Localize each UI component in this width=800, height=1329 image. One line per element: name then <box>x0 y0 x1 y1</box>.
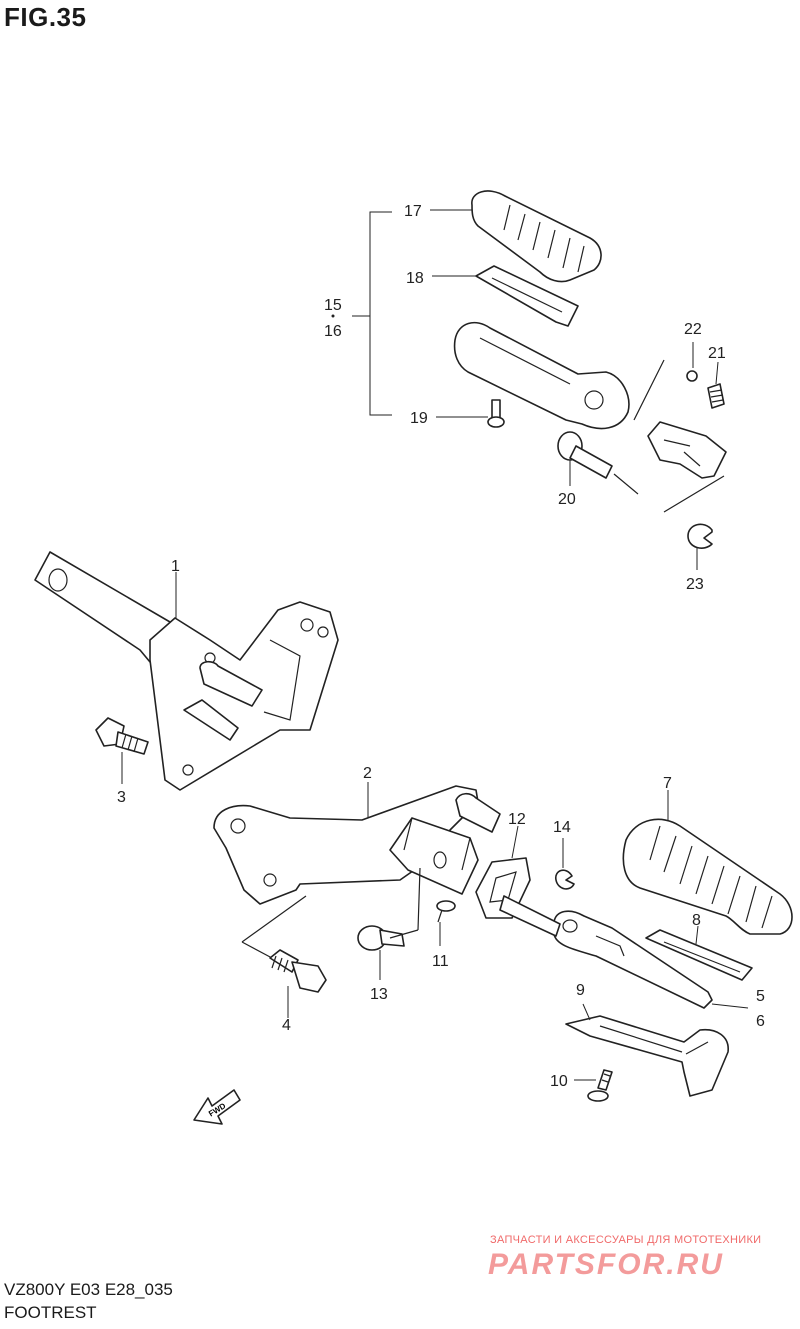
bolt-4 <box>269 949 327 993</box>
part-label-15: 15 <box>324 297 342 314</box>
pin-20 <box>557 431 613 479</box>
footrest-bracket-1 <box>34 551 339 791</box>
part-label-3: 3 <box>117 789 126 806</box>
part-label-22: 22 <box>684 321 702 338</box>
part-label-16: 16 <box>324 323 342 340</box>
part-label-6: 6 <box>756 1013 765 1030</box>
footrest-bracket-2 <box>213 785 501 905</box>
assembly-dash-upper <box>613 359 725 513</box>
mount-block-12 <box>389 817 479 895</box>
part-label-21: 21 <box>708 345 726 362</box>
footpeg-cover-9 <box>565 1015 729 1097</box>
bolt-3 <box>95 717 149 755</box>
figure-title: FIG.35 <box>4 2 87 32</box>
part-label-7: 7 <box>663 775 672 792</box>
footpeg-upper <box>453 321 630 430</box>
part-label-13: 13 <box>370 986 388 1003</box>
footpeg-plate-upper <box>475 265 579 327</box>
footpeg-rubber-upper <box>471 190 602 283</box>
part-label-8: 8 <box>692 912 701 929</box>
part-label-1: 1 <box>171 558 180 575</box>
screw-19 <box>487 399 505 428</box>
part-label-12: 12 <box>508 811 526 828</box>
watermark-logo: PARTSFOR.RU <box>488 1248 724 1281</box>
part-label-11: 11 <box>432 953 449 970</box>
part-label-10: 10 <box>550 1073 568 1090</box>
assembly-dash-lower <box>241 867 421 959</box>
part-label-2: 2 <box>363 765 372 782</box>
pin-13 <box>357 925 405 951</box>
part-label-4: 4 <box>282 1017 291 1034</box>
part-label-17: 17 <box>404 203 422 220</box>
spring-21 <box>707 383 725 409</box>
model-code: VZ800Y E03 E28_035 <box>4 1280 173 1299</box>
part-label-20: 20 <box>558 491 576 508</box>
group-bracket <box>369 211 392 416</box>
e-ring-23 <box>687 523 713 549</box>
upper-mount-bracket <box>647 421 727 479</box>
part-label-18: 18 <box>406 270 424 287</box>
part-label-19: 19 <box>410 410 428 427</box>
part-label-9: 9 <box>576 982 585 999</box>
ball-22 <box>686 370 698 382</box>
clip-14 <box>555 869 575 890</box>
footpeg-lower <box>553 910 713 1009</box>
part-label-23: 23 <box>686 576 704 593</box>
part-label-14: 14 <box>553 819 571 836</box>
pin-11 <box>436 900 456 923</box>
watermark-tagline: ЗАПЧАСТИ И АКСЕССУАРЫ ДЛЯ МОТОТЕХНИКИ <box>490 1234 762 1246</box>
part-label-5: 5 <box>756 988 765 1005</box>
footpeg-plate-lower <box>645 929 753 981</box>
screw-10 <box>587 1069 613 1102</box>
forward-arrow-icon: FWD <box>193 1089 241 1125</box>
diagram-caption: FOOTREST <box>4 1303 97 1322</box>
footpeg-rubber-lower <box>622 818 793 935</box>
